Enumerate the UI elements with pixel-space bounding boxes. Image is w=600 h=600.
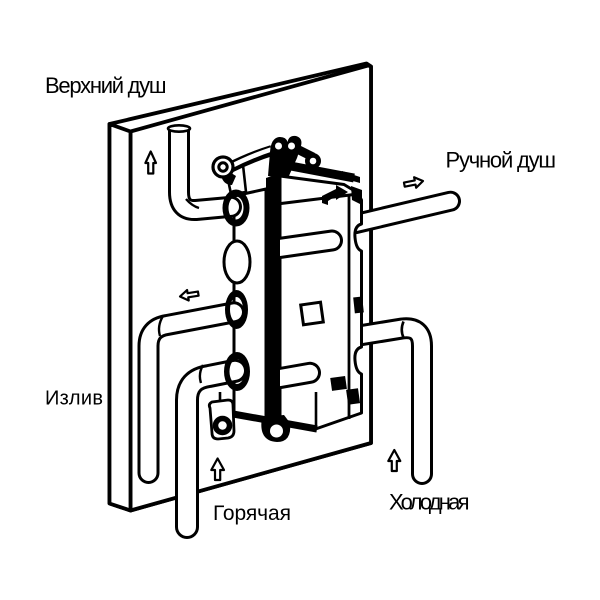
svg-text:Верхний душ: Верхний душ — [45, 73, 167, 98]
svg-text:Ручной душ: Ручной душ — [446, 148, 557, 173]
svg-text:Горячая: Горячая — [213, 502, 291, 525]
svg-text:Холодная: Холодная — [389, 490, 470, 515]
svg-text:Излив: Излив — [45, 388, 103, 410]
